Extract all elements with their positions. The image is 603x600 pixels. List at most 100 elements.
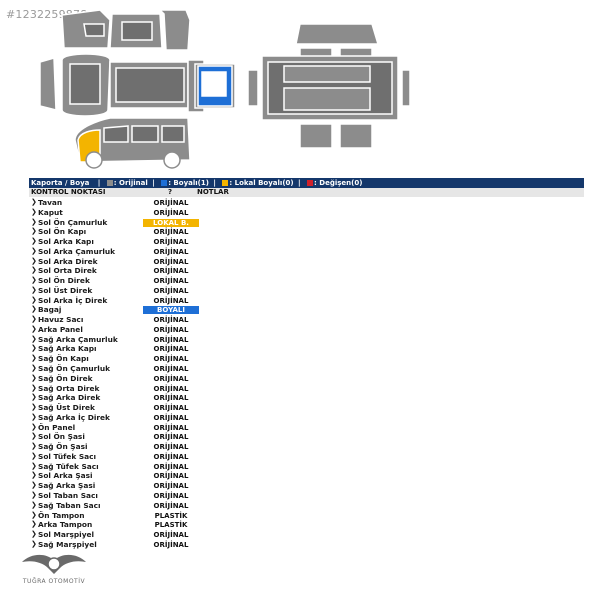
part-name: Ön Tampon — [38, 510, 85, 520]
part-name: Sol Arka Kapı — [38, 237, 94, 247]
legend-original: : Orijinal — [113, 179, 148, 187]
chevron-right-icon: ❯ — [31, 383, 37, 392]
chevron-right-icon: ❯ — [31, 442, 37, 451]
status-badge: ORİJİNAL — [153, 257, 189, 266]
chevron-right-icon: ❯ — [31, 451, 37, 460]
col-control-point: KONTROL NOKTASI — [31, 188, 106, 196]
status-badge: ORİJİNAL — [153, 531, 189, 540]
status-badge: ORİJİNAL — [153, 540, 189, 549]
dealer-logo: TUĞRA OTOMOTİV — [14, 548, 94, 588]
table-row: ❯Arka Tampon PLASTİK — [29, 520, 199, 530]
status-badge: ORİJİNAL — [153, 482, 189, 491]
part-name: Sağ Üst Direk — [38, 403, 95, 413]
table-row: ❯Sağ Ön Çamurluk ORİJİNAL — [29, 364, 199, 374]
chevron-right-icon: ❯ — [31, 530, 37, 539]
status-badge: ORİJİNAL — [153, 472, 189, 481]
table-row: ❯Ön Tampon PLASTİK — [29, 511, 199, 521]
chevron-right-icon: ❯ — [31, 354, 37, 363]
chevron-right-icon: ❯ — [31, 481, 37, 490]
status-badge: ORİJİNAL — [153, 501, 189, 510]
table-row: ❯Sol Tüfek Sacı ORİJİNAL — [29, 452, 199, 462]
status-badge: ORİJİNAL — [153, 238, 189, 247]
car-side-bottom — [74, 117, 191, 169]
part-name: Sağ Arka Direk — [38, 393, 101, 403]
chevron-right-icon: ❯ — [31, 403, 37, 412]
status-badge: ORİJİNAL — [153, 325, 189, 334]
chevron-right-icon: ❯ — [31, 412, 37, 421]
part-name: Ön Panel — [38, 422, 76, 432]
chevron-right-icon: ❯ — [31, 500, 37, 509]
chevron-right-icon: ❯ — [31, 246, 37, 255]
logo-emblem-icon — [22, 554, 86, 574]
part-name: Arka Tampon — [38, 520, 93, 530]
part-name: Sağ Ön Şasi — [38, 442, 88, 452]
chevron-right-icon: ❯ — [31, 207, 37, 216]
part-name: Sağ Ön Çamurluk — [38, 364, 111, 374]
part-name: Sağ Marşpiyel — [38, 539, 97, 549]
chevron-right-icon: ❯ — [31, 334, 37, 343]
chevron-right-icon: ❯ — [31, 285, 37, 294]
logo-text: TUĞRA OTOMOTİV — [22, 578, 86, 585]
status-badge: ORİJİNAL — [153, 335, 189, 344]
status-badge: PLASTİK — [154, 521, 188, 530]
status-badge: ORİJİNAL — [153, 433, 189, 442]
part-name: Sağ Arka İç Direk — [38, 412, 110, 422]
table-row: ❯Kaput ORİJİNAL — [29, 208, 199, 218]
status-badge: ORİJİNAL — [153, 365, 189, 374]
legend-bar: Kaporta / Boya | : Orijinal | : Boyalı(1… — [29, 178, 584, 188]
legend-changed: : Değişen(0) — [314, 179, 363, 187]
chevron-right-icon: ❯ — [31, 510, 37, 519]
chevron-right-icon: ❯ — [31, 539, 37, 548]
part-name: Sağ Ön Direk — [38, 373, 93, 383]
legend-separator: | — [213, 179, 216, 187]
car-damage-diagram — [39, 9, 411, 169]
chevron-right-icon: ❯ — [31, 266, 37, 275]
status-badge: PLASTİK — [154, 511, 188, 520]
status-badge: LOKAL B. — [143, 218, 199, 227]
chevron-right-icon: ❯ — [31, 305, 37, 314]
chevron-right-icon: ❯ — [31, 471, 37, 480]
car-top-view — [39, 53, 205, 117]
legend-separator: | — [97, 179, 101, 187]
chevron-right-icon: ❯ — [31, 520, 37, 529]
part-name: Sol Arka İç Direk — [38, 295, 108, 305]
part-name: Bagaj — [38, 305, 62, 315]
part-name: Sağ Tüfek Sacı — [38, 461, 99, 471]
chevron-right-icon: ❯ — [31, 364, 37, 373]
status-badge: ORİJİNAL — [153, 296, 189, 305]
local-swatch-icon — [222, 180, 229, 186]
painted-swatch-icon — [161, 180, 168, 186]
chevron-right-icon: ❯ — [31, 198, 37, 206]
chevron-right-icon: ❯ — [31, 227, 37, 236]
part-name: Kaput — [38, 207, 63, 217]
legend-painted: : Boyalı(1) — [168, 179, 209, 187]
part-name: Sol Üst Direk — [38, 285, 93, 295]
part-name: Sol Arka Direk — [38, 256, 98, 266]
status-badge: ORİJİNAL — [153, 277, 189, 286]
status-badge: ORİJİNAL — [153, 452, 189, 461]
legend-local: : Lokal Boyalı(0) — [229, 179, 294, 187]
status-badge: ORİJİNAL — [153, 462, 189, 471]
chevron-right-icon: ❯ — [31, 324, 37, 333]
status-badge: ORİJİNAL — [153, 208, 189, 217]
status-badge: ORİJİNAL — [153, 267, 189, 276]
part-name: Sol Taban Sacı — [38, 490, 98, 500]
part-name: Sol Arka Çamurluk — [38, 246, 116, 256]
part-name: Sol Tüfek Sacı — [38, 451, 97, 461]
chevron-right-icon: ❯ — [31, 344, 37, 353]
